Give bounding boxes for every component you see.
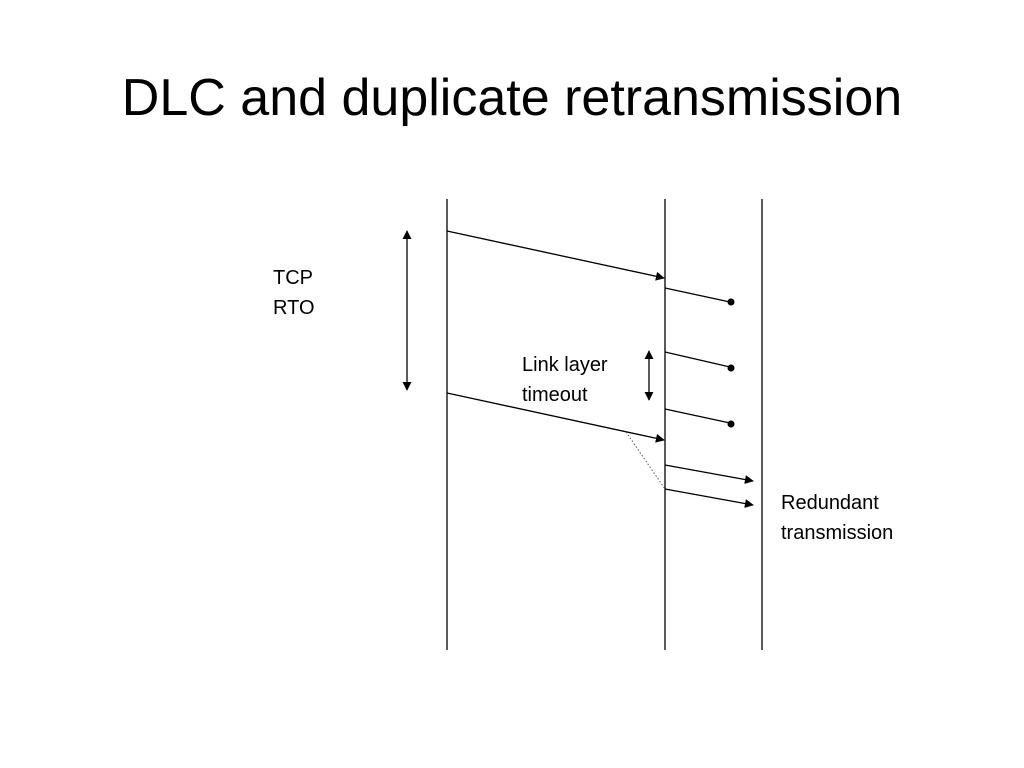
link-transmission-delivered-1: [664, 464, 754, 484]
link-transmission-lost-1: [664, 287, 731, 303]
link-transmission-lost-2: [664, 351, 731, 368]
dotted-connector: [625, 431, 666, 490]
tcp-packet-arrow: [446, 230, 665, 281]
tcp-rto-label-line-1: TCP: [273, 267, 313, 289]
redundant-transmission-label-line-1: Redundant: [781, 492, 879, 514]
loss-dot-1: [727, 298, 735, 306]
tcp-retransmission-arrow: [446, 392, 665, 443]
tcp-rto-label: TCP RTO: [273, 263, 315, 323]
slide-title: DLC and duplicate retransmission: [121, 69, 903, 127]
link-transmission-lost-3: [664, 408, 731, 424]
link-layer-timeout-label: Link layer timeout: [522, 350, 608, 410]
link-transmission-delivered-2: [664, 488, 754, 508]
loss-dot-2: [727, 364, 735, 372]
link-layer-timeout-label-line-1: Link layer: [522, 354, 608, 376]
link-layer-timeout-label-line-2: timeout: [522, 384, 588, 406]
redundant-transmission-label: Redundant transmission: [781, 488, 893, 548]
loss-dot-3: [727, 420, 735, 428]
tcp-rto-label-line-2: RTO: [273, 297, 315, 319]
redundant-transmission-label-line-2: transmission: [781, 522, 894, 544]
